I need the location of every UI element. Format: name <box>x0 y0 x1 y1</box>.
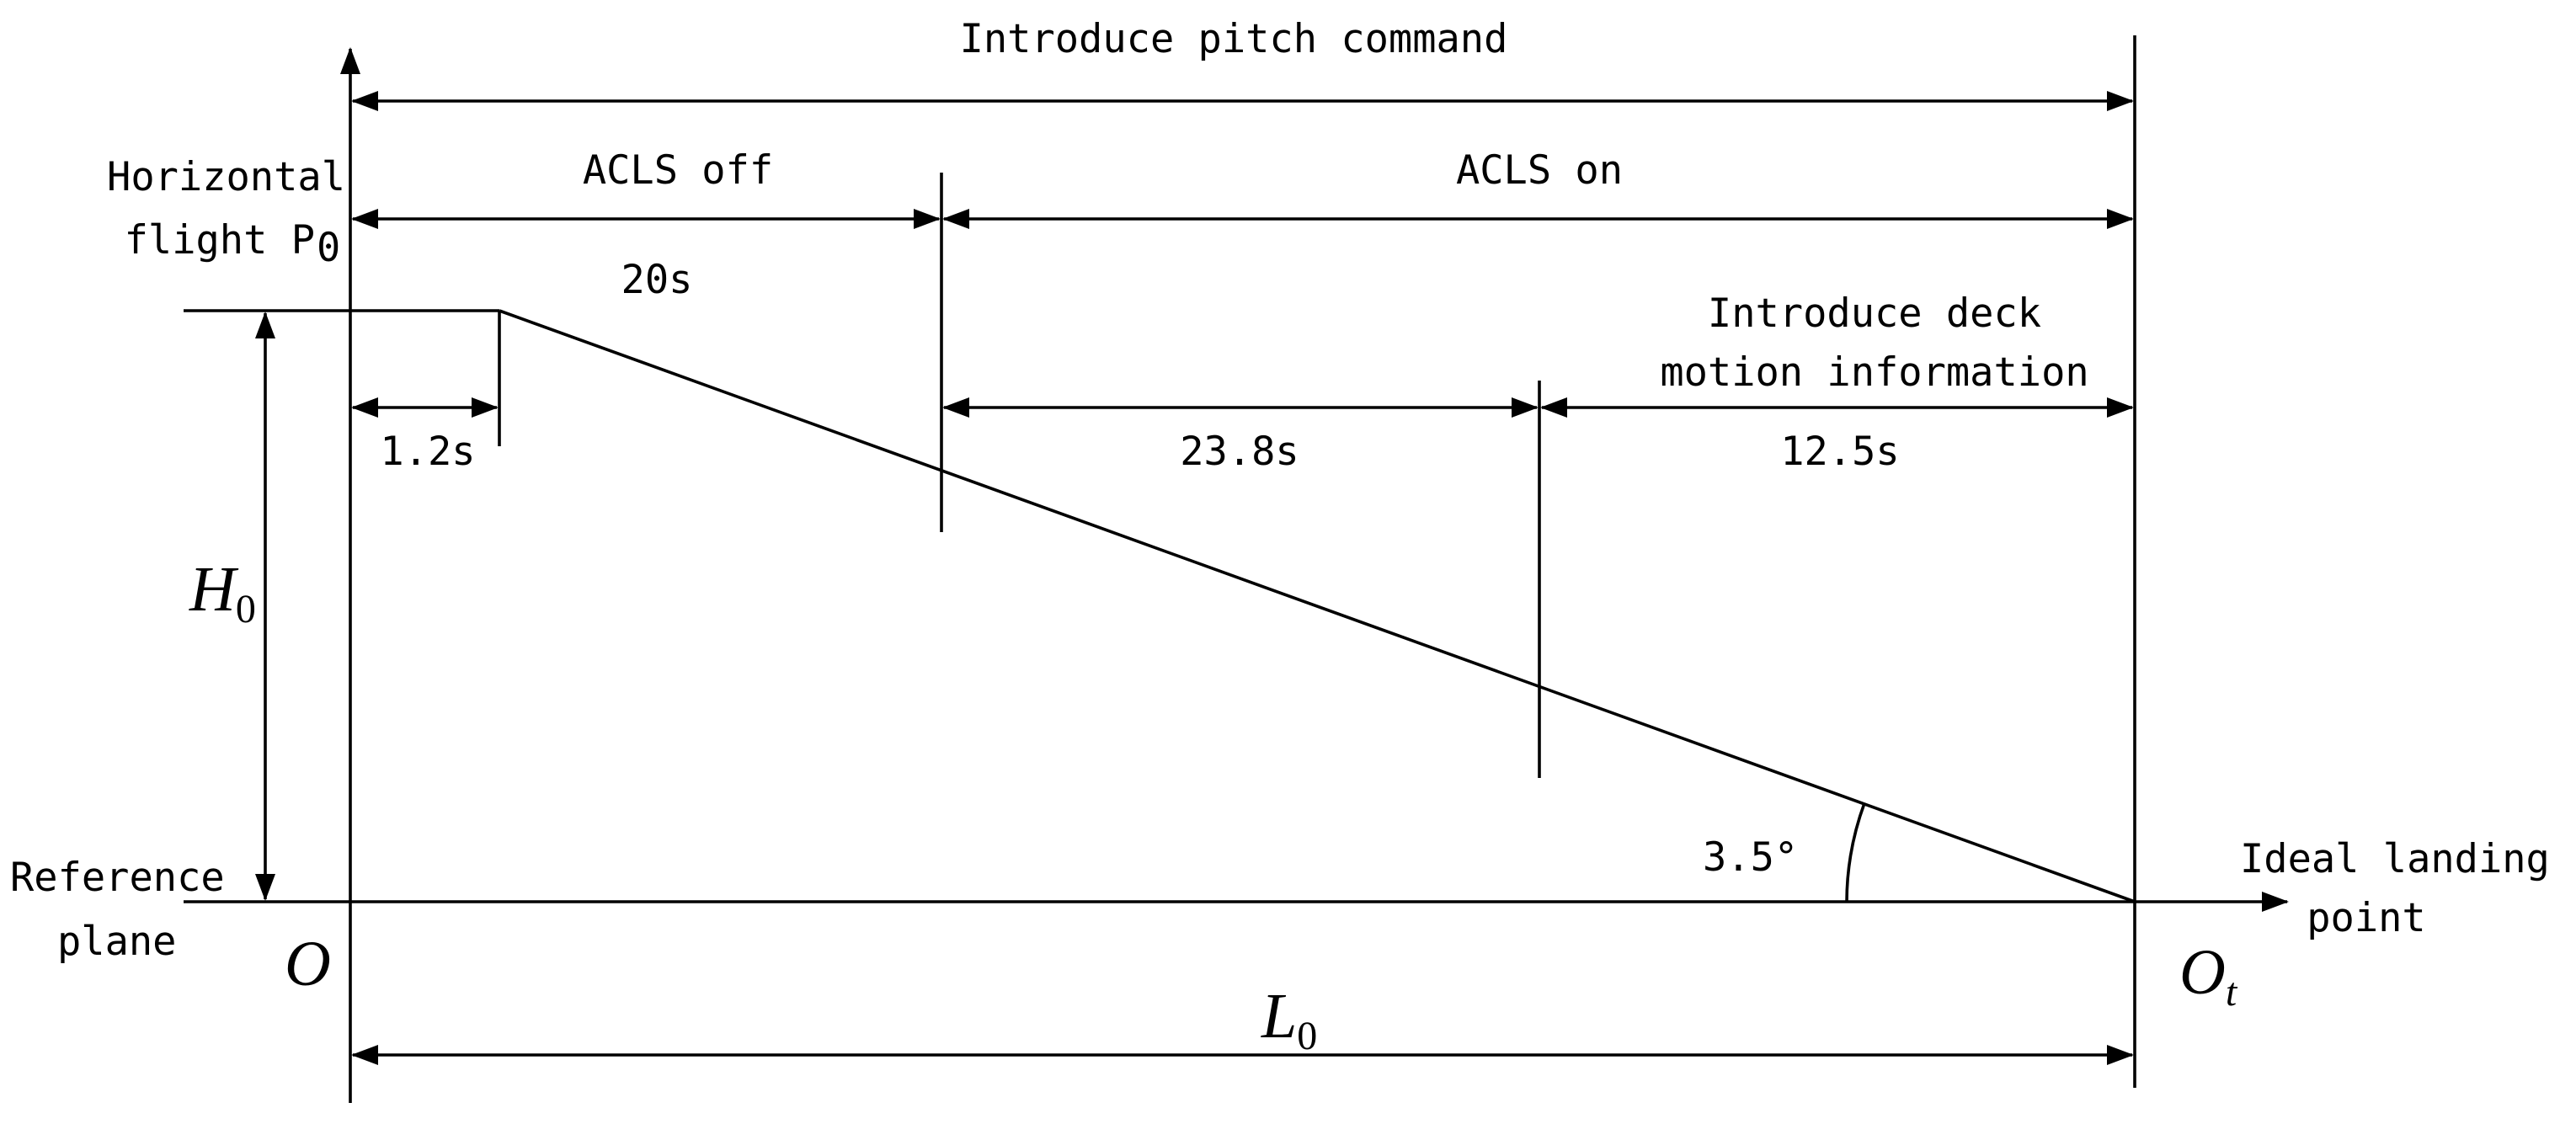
interval-23-8s-label: 23.8s <box>1180 429 1299 475</box>
acls-off-duration-label: 20s <box>621 257 693 303</box>
angle-label: 3.5° <box>1703 834 1798 881</box>
height-symbol-subscript: 0 <box>236 587 256 631</box>
height-symbol-main: H <box>189 554 239 625</box>
deck-motion-label: Introduce deck <box>1708 290 2041 337</box>
angle-arc <box>1845 802 1866 903</box>
length-symbol-subscript: 0 <box>1297 1014 1317 1058</box>
reference-plane-label: Reference <box>10 855 225 901</box>
deck-motion-label-line2: motion information <box>1660 349 2088 396</box>
origin-label: O <box>285 929 331 999</box>
acls-on-label: ACLS on <box>1456 147 1623 194</box>
landing-point-symbol-main: O <box>2179 937 2226 1008</box>
ideal-landing-label-line2: point <box>2307 895 2425 941</box>
ideal-landing-label: Ideal landing <box>2240 836 2550 882</box>
delay-1-2s-label: 1.2s <box>380 429 475 475</box>
landing-point-symbol: Ot <box>2179 937 2238 1015</box>
pitch-command-label: Introduce pitch command <box>960 16 1508 62</box>
horizontal-flight-label: Horizontal <box>107 154 345 200</box>
acls-off-label: ACLS off <box>583 147 773 194</box>
landing-point-symbol-subscript: t <box>2226 970 2238 1015</box>
reference-plane-label-line2: plane <box>57 919 176 965</box>
length-symbol: L0 <box>1261 981 1317 1058</box>
length-symbol-main: L <box>1261 981 1297 1052</box>
interval-12-5s-label: 12.5s <box>1780 429 1899 475</box>
glide-path-line <box>499 309 2136 903</box>
horizontal-flight-subscript: 0 <box>317 225 340 271</box>
horizontal-flight-label-line2: flight P <box>125 217 315 264</box>
height-symbol: H0 <box>189 554 256 631</box>
